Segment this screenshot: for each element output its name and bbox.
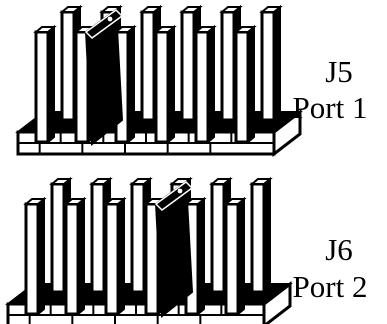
pin-front xyxy=(23,196,47,317)
pin-front xyxy=(63,196,87,317)
header-j5 xyxy=(15,4,303,158)
base-side xyxy=(262,280,292,324)
pin-back xyxy=(259,4,283,123)
base-side xyxy=(272,108,302,158)
pin-front xyxy=(33,24,57,145)
pin-front xyxy=(153,24,177,145)
pin-front xyxy=(223,196,247,317)
header-j6 xyxy=(5,176,293,324)
jumper-shunt xyxy=(84,8,124,146)
jumper-shunt xyxy=(154,180,194,318)
pin-front xyxy=(193,24,217,145)
j5-port-label: Port 1 xyxy=(293,90,368,125)
shunt-hole xyxy=(107,16,113,22)
pin-back xyxy=(249,176,273,295)
shunt-hole xyxy=(177,188,183,194)
j6-name-label: J6 xyxy=(325,232,353,267)
j6-port-label: Port 2 xyxy=(293,269,368,304)
pin-front xyxy=(233,24,257,145)
j5-name-label: J5 xyxy=(325,54,353,89)
pin-front xyxy=(103,196,127,317)
